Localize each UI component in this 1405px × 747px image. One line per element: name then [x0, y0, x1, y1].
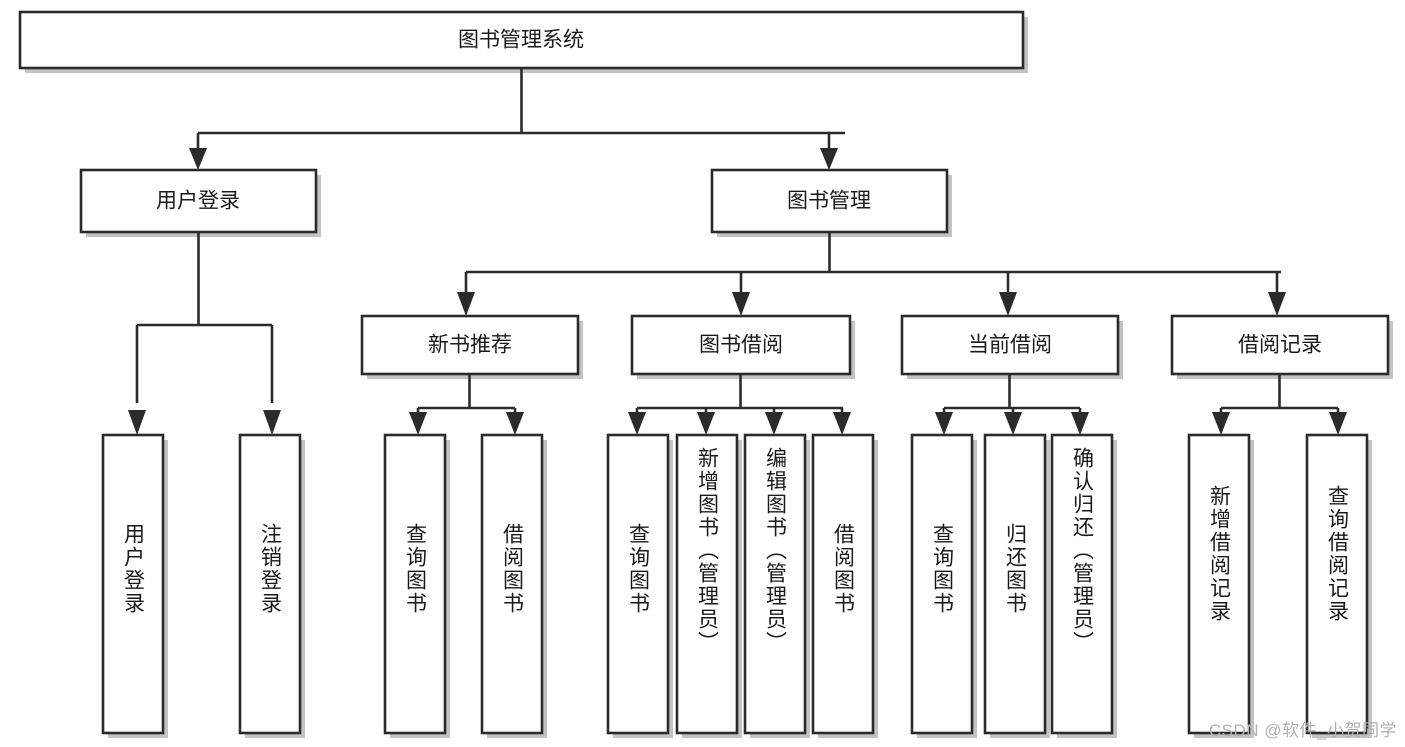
- node-current-borrow[interactable]: 当前借阅: [900, 314, 1120, 376]
- node-user-login[interactable]: 用户登录: [79, 168, 318, 234]
- node-new-book-recommend-label: 新书推荐: [428, 334, 512, 357]
- node-root-label: 图书管理系统: [458, 29, 584, 52]
- leaf-box-current-0[interactable]: [910, 433, 974, 735]
- csdn-watermark: CSDN @软件_小贺同学: [1208, 721, 1397, 740]
- leaf-box-record-0[interactable]: [1187, 433, 1251, 735]
- leaf-box-recommend-1[interactable]: [480, 433, 544, 735]
- leaf-box-recommend-0[interactable]: [383, 433, 447, 735]
- leaf-box-current-2[interactable]: [1050, 433, 1114, 735]
- leaf-box-record-1[interactable]: [1305, 433, 1369, 735]
- leaf-box-borrow-0[interactable]: [606, 433, 670, 735]
- node-book-borrow[interactable]: 图书借阅: [630, 314, 852, 376]
- leaf-box-current-1[interactable]: [983, 433, 1047, 735]
- node-current-borrow-label: 当前借阅: [968, 334, 1052, 357]
- node-root-system[interactable]: 图书管理系统: [18, 10, 1025, 70]
- node-book-borrow-label: 图书借阅: [699, 334, 783, 357]
- leaf-box-borrow-1[interactable]: [675, 433, 739, 735]
- leaf-box-user-login-0[interactable]: [101, 433, 165, 735]
- node-borrow-record-label: 借阅记录: [1238, 334, 1322, 357]
- node-new-book-recommend[interactable]: 新书推荐: [360, 314, 580, 376]
- node-borrow-record[interactable]: 借阅记录: [1170, 314, 1390, 376]
- leaf-boxes: [101, 433, 1369, 735]
- node-user-login-label: 用户登录: [156, 190, 240, 213]
- connector-arrowheads: [128, 148, 1347, 435]
- leaf-box-user-login-1[interactable]: [238, 433, 302, 735]
- node-book-management-label: 图书管理: [787, 190, 871, 213]
- leaf-box-borrow-2[interactable]: [743, 433, 807, 735]
- leaf-box-borrow-3[interactable]: [811, 433, 875, 735]
- node-book-management[interactable]: 图书管理: [710, 168, 949, 234]
